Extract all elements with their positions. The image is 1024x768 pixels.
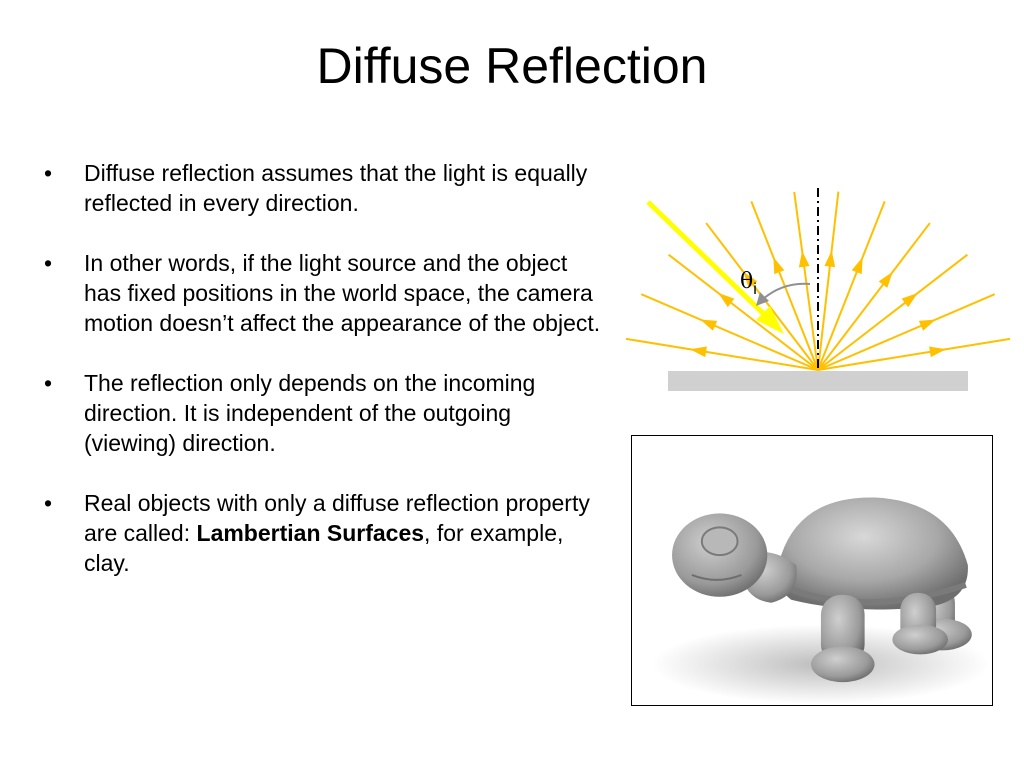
reflected-ray-arrowhead — [773, 257, 785, 275]
bullet-item: • Diffuse reflection assumes that the li… — [44, 158, 604, 218]
reflected-ray-arrowhead — [851, 257, 863, 275]
reflected-ray — [817, 337, 1011, 371]
reflected-ray-arrowhead — [901, 293, 918, 308]
turtle-illustration — [652, 497, 990, 705]
bullet-marker: • — [44, 250, 53, 276]
lambertian-term: Lambertian Surfaces — [196, 520, 425, 546]
angle-subscript: i — [753, 281, 757, 298]
reflected-ray-arrowhead — [690, 346, 707, 358]
reflected-ray-arrowhead — [918, 319, 936, 331]
reflected-ray-arrowhead — [743, 271, 758, 288]
reflected-ray — [817, 253, 968, 371]
incoming-light-ray — [646, 200, 772, 322]
angle-symbol: θ — [740, 269, 753, 294]
bullet-marker: • — [44, 370, 53, 396]
reflected-ray — [668, 253, 819, 371]
bullet-text: Real objects with only a diffuse reflect… — [84, 490, 590, 576]
bullet-marker: • — [44, 160, 53, 186]
bullet-item: • Real objects with only a diffuse refle… — [44, 488, 604, 578]
reflected-ray — [817, 201, 886, 371]
shell-rim — [778, 582, 967, 606]
incoming-ray-arrowhead — [756, 306, 784, 334]
bullet-text-tail: , for example, clay. — [84, 520, 564, 576]
reflected-ray-arrowhead — [878, 271, 893, 288]
reflected-ray — [640, 293, 819, 371]
turtle-shell — [777, 497, 968, 610]
bullet-list: • Diffuse reflection assumes that the li… — [44, 158, 604, 608]
reflected-ray — [793, 191, 819, 371]
bullet-text-lead: Real objects with only a diffuse reflect… — [84, 490, 590, 546]
turtle-eye — [700, 526, 739, 557]
angle-arc-arrowhead — [756, 292, 769, 306]
bullet-text: The reflection only depends on the incom… — [84, 370, 536, 456]
angle-arc-arrow — [761, 282, 811, 301]
reflected-ray-arrowhead — [798, 250, 810, 268]
angle-label: θi — [740, 269, 757, 298]
reflected-ray — [817, 191, 840, 371]
bullet-text: In other words, if the light source and … — [84, 250, 601, 336]
reflected-ray — [817, 293, 996, 371]
reflecting-surface — [668, 371, 968, 391]
turtle-foot — [811, 646, 875, 683]
bullet-item: • In other words, if the light source an… — [44, 248, 604, 338]
reflected-ray-arrowhead — [824, 250, 836, 268]
turtle-foot — [892, 624, 948, 655]
bullet-item: • The reflection only depends on the inc… — [44, 368, 604, 458]
turtle-leg — [820, 594, 865, 665]
reflected-ray — [817, 222, 931, 371]
turtle-mouth — [691, 574, 742, 581]
bullet-text: Diffuse reflection assumes that the ligh… — [84, 160, 588, 216]
reflected-ray — [625, 337, 819, 371]
reflected-ray — [750, 201, 819, 371]
bullet-marker: • — [44, 490, 53, 516]
slide-title: Diffuse Reflection — [316, 38, 708, 94]
reflected-ray-arrowhead — [718, 293, 735, 308]
reflected-ray-arrowhead — [700, 319, 718, 331]
reflected-ray-arrowhead — [929, 346, 946, 358]
turtle-render-image — [631, 435, 993, 706]
diffuse-reflection-diagram: θi — [625, 188, 1011, 391]
